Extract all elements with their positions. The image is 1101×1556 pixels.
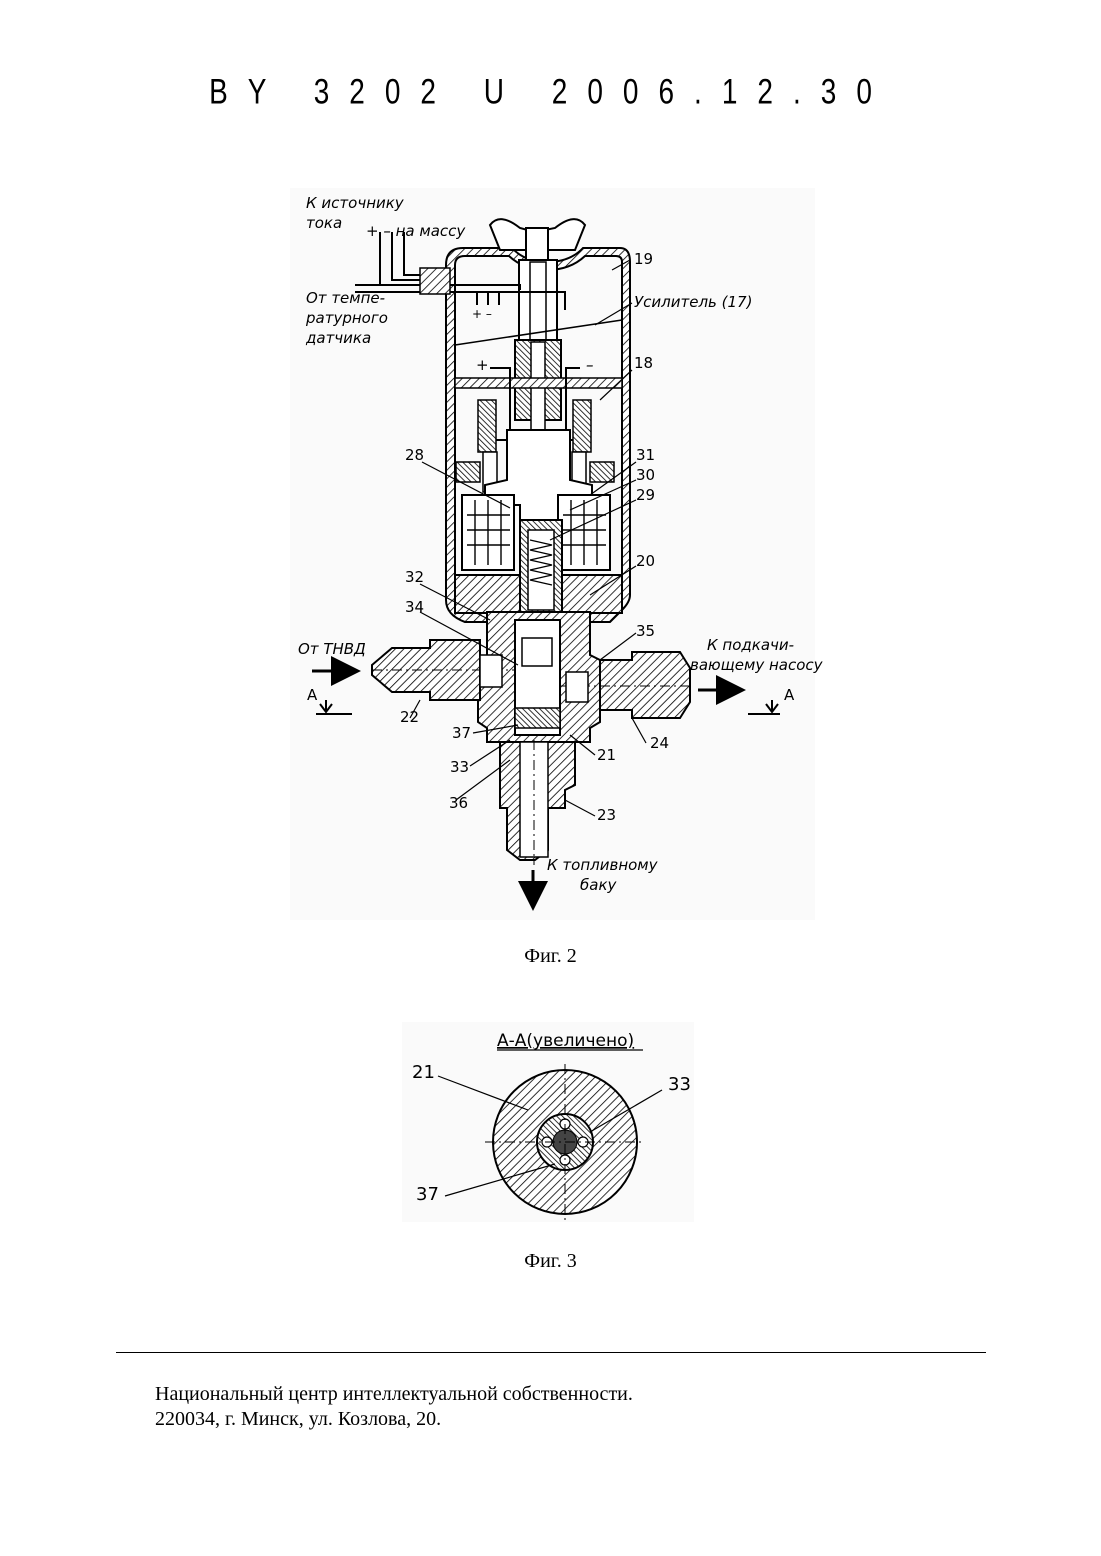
figure-3-caption: Фиг. 3 (0, 1250, 1101, 1273)
ref-fig3-37: 37 (416, 1184, 439, 1205)
footer-line-1: Национальный центр интеллектуальной собс… (155, 1382, 633, 1407)
label-amplifier: Усилитель (17) (634, 293, 752, 311)
label-temp-sensor-2: ратурного (305, 309, 388, 327)
ref-33: 33 (450, 758, 469, 776)
label-to-tank-1: К топливному (547, 856, 659, 874)
ref-32: 32 (405, 568, 424, 586)
label-plus-minus: + – (472, 307, 492, 321)
ref-36: 36 (449, 794, 468, 812)
label-current-source: К источнику (306, 194, 405, 212)
label-to-pump-2: вающему насосу (690, 656, 824, 674)
ref-37: 37 (452, 724, 471, 742)
footer-line-2: 220034, г. Минск, ул. Козлова, 20. (155, 1407, 633, 1432)
figure-2-drawing: К источнику тока + – на массу От темпе- … (290, 188, 824, 920)
figure-3-drawing: А-А(увеличено) 21 33 37 (402, 1022, 694, 1222)
ref-35: 35 (636, 622, 655, 640)
label-to-tank-2: баку (580, 876, 618, 894)
label-plus: + (476, 356, 489, 374)
ref-29: 29 (636, 486, 655, 504)
label-section-a-left: А (307, 686, 318, 704)
footer-divider (116, 1352, 986, 1353)
label-temp-sensor-3: датчика (305, 329, 371, 347)
ref-fig3-21: 21 (412, 1062, 435, 1083)
figure-2-caption: Фиг. 2 (0, 945, 1101, 968)
ref-30: 30 (636, 466, 655, 484)
label-section-a-right: А (784, 686, 795, 704)
ref-21: 21 (597, 746, 616, 764)
ref-19: 19 (634, 250, 653, 268)
label-current-source-2: тока (306, 214, 342, 232)
ref-34: 34 (405, 598, 424, 616)
label-to-pump-1: К подкачи- (707, 636, 794, 654)
ref-fig3-33: 33 (668, 1074, 691, 1095)
ref-23: 23 (597, 806, 616, 824)
label-from-pump: От ТНВД (298, 640, 366, 658)
label-temp-sensor-1: От темпе- (306, 289, 385, 307)
footer: Национальный центр интеллектуальной собс… (155, 1382, 633, 1432)
label-polarity: + – на массу (366, 222, 466, 240)
ref-24: 24 (650, 734, 669, 752)
label-minus: – (586, 356, 594, 374)
ref-18: 18 (634, 354, 653, 372)
section-title: А-А(увеличено) (497, 1031, 634, 1051)
ref-22: 22 (400, 708, 419, 726)
ref-28: 28 (405, 446, 424, 464)
ref-31: 31 (636, 446, 655, 464)
ref-20: 20 (636, 552, 655, 570)
